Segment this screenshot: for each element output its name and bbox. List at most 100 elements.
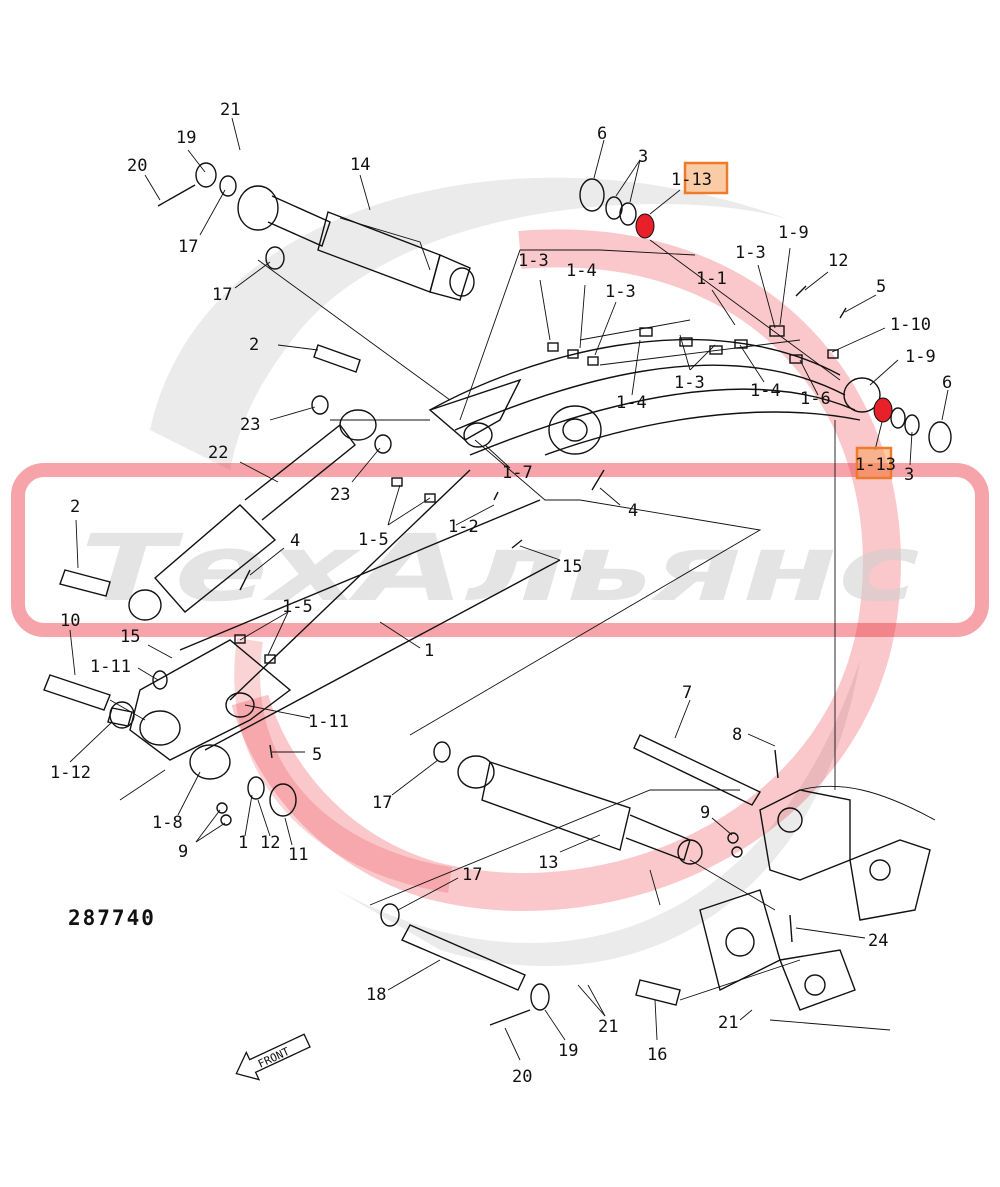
label-19a: 19 bbox=[176, 128, 196, 148]
label-1b: 1 bbox=[238, 833, 248, 853]
leader-1-3a bbox=[539, 279, 551, 341]
boom-weld-line-2 bbox=[599, 339, 801, 366]
label-1-8: 1-8 bbox=[152, 813, 183, 833]
leader-1-4b bbox=[631, 339, 641, 396]
pin-10 bbox=[43, 674, 111, 711]
leader-1 bbox=[379, 621, 421, 649]
boom-upper-edge-inner bbox=[454, 364, 846, 431]
nut-9c bbox=[216, 802, 228, 814]
leader-1-6 bbox=[799, 359, 819, 396]
label-24: 24 bbox=[868, 931, 888, 951]
label-1-4c: 1-4 bbox=[750, 381, 781, 401]
bolts bbox=[157, 184, 847, 1026]
pad-12 bbox=[424, 493, 436, 503]
label-17b: 17 bbox=[212, 285, 232, 305]
pad-2 bbox=[567, 349, 579, 359]
label-1-2: 1-2 bbox=[448, 517, 479, 537]
cyl13-rod bbox=[625, 814, 691, 861]
label-17c: 17 bbox=[372, 793, 392, 813]
leader-15a bbox=[147, 644, 173, 659]
boom-weld-line-1 bbox=[579, 319, 691, 341]
pin-16 bbox=[635, 979, 681, 1006]
leader-21c bbox=[739, 1009, 753, 1021]
leader-1-5a bbox=[387, 484, 401, 526]
leader-lines bbox=[109, 239, 841, 1001]
leader-17c bbox=[391, 759, 439, 796]
label-1-9a: 1-9 bbox=[778, 223, 809, 243]
frame-edge-3 bbox=[769, 1019, 891, 1031]
label-19b: 19 bbox=[558, 1041, 578, 1061]
cyl22-rod-eye bbox=[339, 409, 377, 441]
leader-1-8 bbox=[177, 771, 201, 816]
washer-17-mid bbox=[433, 741, 451, 763]
highlight-box-1-13-top bbox=[683, 161, 729, 195]
leader-1-9b bbox=[869, 359, 899, 386]
label-6a: 6 bbox=[597, 124, 607, 144]
watermark-red-ring bbox=[231, 229, 901, 911]
bolt-20-top bbox=[157, 184, 196, 207]
part-labels: 21 19 20 17 17 14 2 23 22 23 2 4 1-5 1-5… bbox=[50, 100, 952, 1087]
leader-13 bbox=[559, 834, 601, 853]
leader-4a bbox=[249, 547, 285, 576]
nut-9d bbox=[220, 814, 232, 826]
leader-1-4c bbox=[739, 344, 765, 383]
wear-pads bbox=[234, 325, 839, 664]
cyl22-end-eye bbox=[128, 589, 162, 621]
leader-11 bbox=[284, 817, 293, 846]
leader-1-9a bbox=[779, 247, 791, 326]
leader-21b bbox=[577, 984, 606, 1017]
assy-line-1 bbox=[459, 249, 600, 421]
boom-upper-edge bbox=[429, 339, 841, 411]
leader-22 bbox=[239, 461, 279, 483]
leader-4b bbox=[599, 487, 621, 506]
washer-17-second bbox=[265, 246, 285, 270]
label-1-1: 1-1 bbox=[696, 269, 727, 289]
leader-18 bbox=[387, 959, 441, 991]
leader-15b bbox=[519, 545, 561, 561]
leader-1-5d bbox=[267, 611, 289, 656]
leader-17d bbox=[397, 877, 459, 911]
label-1-3c: 1-3 bbox=[674, 373, 705, 393]
label-8: 8 bbox=[732, 725, 742, 745]
boom-lower-edge bbox=[469, 388, 856, 456]
label-17d: 17 bbox=[462, 865, 482, 885]
cyl22-barrel bbox=[154, 504, 277, 613]
label-1-10: 1-10 bbox=[890, 315, 931, 335]
pin-2-left bbox=[59, 569, 111, 597]
label-1: 1 bbox=[424, 641, 434, 661]
cyl14-pipe bbox=[339, 217, 431, 271]
label-3b: 3 bbox=[904, 465, 914, 485]
label-11: 11 bbox=[288, 845, 308, 865]
leader-21b2 bbox=[587, 984, 606, 1017]
leader-3b bbox=[909, 431, 913, 466]
boom-foot-boss-1 bbox=[139, 710, 181, 746]
label-5b: 5 bbox=[312, 745, 322, 765]
nut-9a bbox=[727, 832, 739, 844]
assy-line-4 bbox=[257, 259, 451, 401]
highlight-box-1-13-right bbox=[855, 446, 893, 480]
collar-11 bbox=[269, 783, 297, 817]
label-1-7: 1-7 bbox=[502, 463, 533, 483]
bolt-1-2 bbox=[493, 491, 499, 501]
watermark: ТехАльянс bbox=[11, 177, 989, 967]
label-1-3b: 1-3 bbox=[605, 282, 636, 302]
bushing-1-12 bbox=[109, 701, 135, 729]
pins bbox=[43, 344, 762, 1006]
label-16: 16 bbox=[647, 1045, 667, 1065]
cyl14-head bbox=[429, 254, 471, 301]
watermark-red-band bbox=[11, 463, 989, 637]
label-4a: 4 bbox=[290, 531, 300, 551]
leader-3a bbox=[615, 159, 641, 197]
frame-boss-3 bbox=[869, 859, 891, 881]
frame-boss-4 bbox=[804, 974, 826, 996]
label-9a: 9 bbox=[700, 803, 710, 823]
pad-8 bbox=[769, 325, 785, 337]
label-9b: 9 bbox=[178, 842, 188, 862]
boom-bracket bbox=[428, 378, 522, 441]
leader-1-5b bbox=[387, 497, 431, 526]
leader-6a bbox=[593, 139, 605, 179]
bushing-1-11 bbox=[152, 670, 168, 690]
bolt-15-right bbox=[511, 539, 523, 549]
label-1-3a: 1-3 bbox=[518, 251, 549, 271]
